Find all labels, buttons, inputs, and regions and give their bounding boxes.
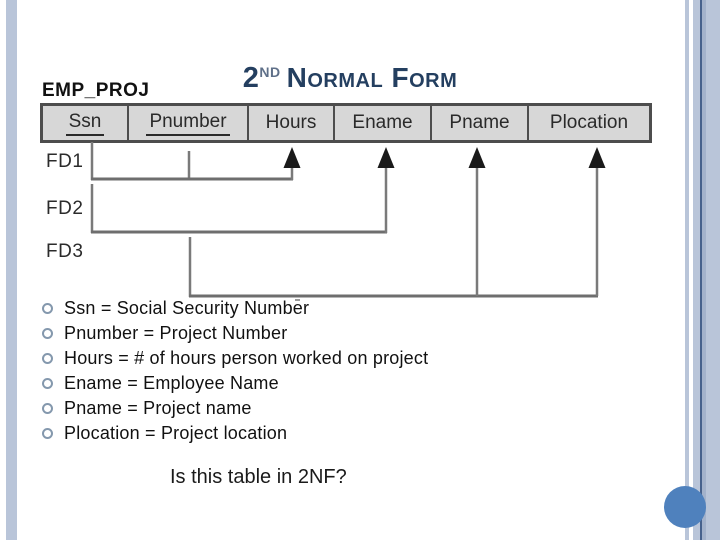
fd2-arrow <box>90 147 395 234</box>
title-number: 2 <box>242 62 260 95</box>
right-edge-stripe-dark <box>700 0 702 540</box>
fd3-arrow <box>188 147 606 298</box>
left-edge-stripe <box>6 0 17 540</box>
list-item: Ename = Employee Name <box>42 371 428 396</box>
question-text: Is this table in 2NF? <box>170 466 347 488</box>
fd3-label: FD3 <box>46 241 84 262</box>
right-edge-stripe-1 <box>685 0 689 540</box>
bullet-circle-icon <box>42 428 53 439</box>
bullet-circle-icon <box>42 353 53 364</box>
page-title: 2nd Normal Form <box>0 57 700 95</box>
list-item-text: Ename = Employee Name <box>64 373 279 393</box>
accent-circle <box>664 486 706 528</box>
column-label: Ssn <box>65 111 105 136</box>
bullet-circle-icon <box>42 378 53 389</box>
right-edge-stripe-4 <box>706 0 720 540</box>
fd1-arrow <box>90 142 301 181</box>
column-label: Plocation <box>549 112 629 133</box>
list-item-text: Plocation = Project location <box>64 423 288 443</box>
column-header-pname: Pname <box>432 106 529 140</box>
list-item-text: Hours = # of hours person worked on proj… <box>64 348 429 368</box>
bullet-circle-icon <box>42 403 53 414</box>
list-item: Pname = Project name <box>42 396 428 421</box>
list-item: Hours = # of hours person worked on proj… <box>42 346 428 371</box>
bullet-circle-icon <box>42 303 53 314</box>
fd2-label: FD2 <box>46 198 84 219</box>
list-item: Plocation = Project location <box>42 421 428 446</box>
column-header-hours: Hours <box>249 106 335 140</box>
bullet-circle-icon <box>42 328 53 339</box>
column-label: Ename <box>352 112 413 133</box>
relation-table: Ssn Pnumber Hours Ename Pname Plocation <box>40 103 652 143</box>
column-header-plocation: Plocation <box>529 106 649 140</box>
column-label: Hours <box>265 112 317 133</box>
right-edge-stripe-3 <box>702 0 706 540</box>
list-item-text: Pnumber = Project Number <box>64 323 288 343</box>
list-item: Ssn = Social Security Number <box>42 296 428 321</box>
column-label: Pname <box>449 112 510 133</box>
list-item: Pnumber = Project Number <box>42 321 428 346</box>
title-ordinal: nd <box>259 64 281 81</box>
column-header-ename: Ename <box>335 106 432 140</box>
title-text: Normal Form <box>286 62 458 94</box>
list-item-text: Pname = Project name <box>64 398 252 418</box>
fd1-label: FD1 <box>46 151 84 172</box>
legend-list: Ssn = Social Security Number Pnumber = P… <box>42 296 428 446</box>
relation-name: EMP_PROJ <box>42 80 150 101</box>
right-edge-stripe-2 <box>693 0 700 540</box>
column-header-pnumber: Pnumber <box>129 106 249 140</box>
list-item-text: Ssn = Social Security Number <box>64 298 310 318</box>
column-header-ssn: Ssn <box>43 106 129 140</box>
column-label: Pnumber <box>146 111 230 136</box>
